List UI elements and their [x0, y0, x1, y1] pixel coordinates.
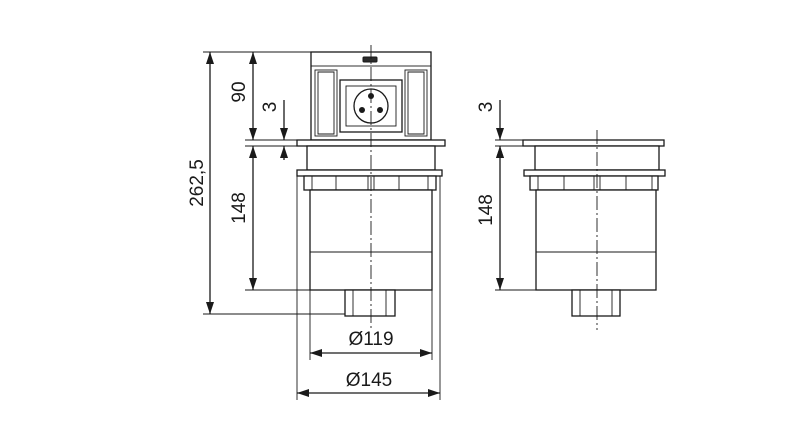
lid-plate-retracted	[522, 139, 665, 147]
label-body-right: 148	[476, 194, 497, 226]
label-outer-diameter: Ø145	[346, 370, 392, 391]
cable-gland	[344, 289, 396, 317]
cable-gland-retracted	[571, 289, 621, 317]
label-lid-right: 3	[476, 102, 497, 113]
mounting-flange	[296, 169, 443, 177]
label-top-height: 90	[229, 81, 250, 102]
dimension-body-right: 148	[476, 146, 572, 291]
dimension-outer-diameter: Ø145	[296, 176, 441, 400]
label-body-left: 148	[229, 192, 250, 224]
dimension-top-height: 90	[229, 52, 257, 140]
dimension-body-left: 148	[229, 146, 345, 291]
dimension-total-height: 262,5	[187, 51, 345, 315]
dimension-lid-left: 3	[245, 100, 297, 160]
label-lid-left: 3	[260, 102, 281, 113]
usb-port-icon	[362, 56, 378, 63]
label-inner-diameter: Ø119	[348, 329, 393, 350]
label-total-height: 262,5	[187, 159, 208, 207]
clamp-ring	[303, 175, 437, 191]
clamp-ring-retracted	[529, 175, 659, 191]
retracted-view	[522, 130, 666, 330]
dimension-inner-diameter: Ø119	[309, 290, 433, 360]
extended-view	[296, 45, 446, 330]
